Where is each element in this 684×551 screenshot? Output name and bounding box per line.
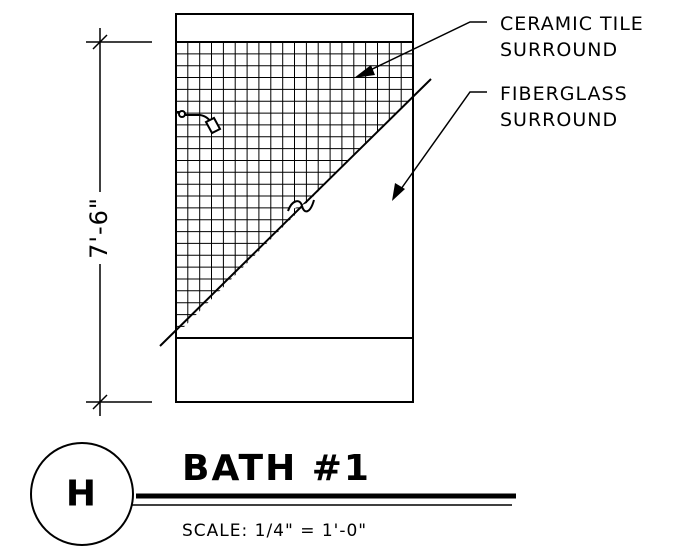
shower-head-icon xyxy=(177,110,222,135)
scale-note: SCALE: 1/4" = 1'-0" xyxy=(182,521,367,541)
dimension-text-mask xyxy=(90,192,110,264)
ceramic-leader xyxy=(361,21,487,75)
drawing-title: BATH #1 xyxy=(182,448,371,489)
detail-bubble xyxy=(30,442,134,546)
fiberglass-label-line1: FIBERGLASS xyxy=(500,83,628,105)
ceramic-tile-grid xyxy=(176,42,413,335)
break-symbol xyxy=(287,199,315,213)
fiberglass-label-line2: SURROUND xyxy=(500,109,618,131)
fiberglass-leader xyxy=(395,91,487,197)
diagonal-break-line xyxy=(159,78,432,347)
dimension-text: 7'-6" xyxy=(85,197,113,259)
ceramic-leader-arrow xyxy=(354,65,375,78)
detail-letter: H xyxy=(66,474,98,515)
ceramic-label-line2: SURROUND xyxy=(500,39,618,61)
ceramic-label-line1: CERAMIC TILE xyxy=(500,13,644,35)
fiberglass-leader-arrow xyxy=(392,183,405,201)
